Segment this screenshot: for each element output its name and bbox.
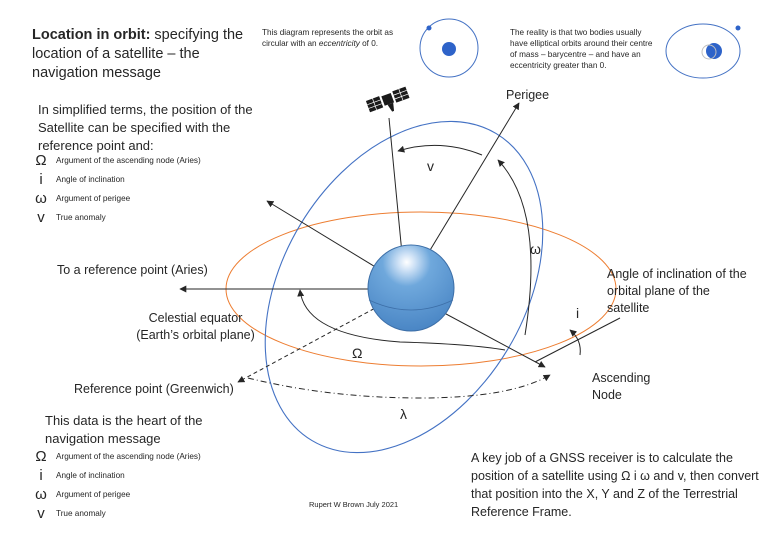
circular-orbit-diagram	[419, 18, 479, 78]
legend-label: Argument of perigee	[56, 490, 131, 499]
legend-symbol: Ω	[35, 152, 47, 169]
argument-of-perigee-arc	[497, 159, 532, 336]
satellite-orbit-ellipse	[264, 120, 544, 454]
label-ascending-node: Ascending Node	[592, 371, 651, 402]
earth-sphere	[367, 244, 455, 332]
legend-row: Ω Argument of the ascending node (Aries)	[30, 151, 201, 170]
note-suffix: of 0.	[359, 39, 379, 48]
legend-label: True anomaly	[56, 213, 106, 222]
legend-label: Angle of inclination	[56, 471, 125, 480]
label-celestial-equator: Celestial equator (Earth’s orbital plane…	[136, 311, 255, 342]
label-aries: To a reference point (Aries)	[57, 263, 208, 277]
legend-label: Angle of inclination	[56, 175, 125, 184]
symbol-argument-of-perigee: ω	[530, 241, 541, 257]
legend-row: i Angle of inclination	[30, 170, 201, 189]
inclination-arc	[569, 329, 581, 356]
label-inclination: Angle of inclination of the orbital plan…	[607, 267, 747, 315]
label-greenwich: Reference point (Greenwich)	[74, 382, 234, 396]
legend-symbol: Ω	[35, 448, 47, 465]
legend-symbol: i	[39, 171, 43, 188]
legend-label: Argument of the ascending node (Aries)	[56, 452, 201, 461]
satellite-icon	[365, 86, 410, 113]
legend-label: Argument of the ascending node (Aries)	[56, 156, 201, 165]
page-title-rest: specifying the location of a satellite –…	[32, 27, 244, 81]
legend-row: Ω Argument of the ascending node (Aries)	[30, 447, 201, 466]
elliptical-orbit-note: The reality is that two bodies usually h…	[510, 28, 653, 70]
legend-symbol: ω	[35, 190, 47, 207]
legend-row: i Angle of inclination	[30, 466, 201, 485]
elliptical-orbit-diagram	[665, 23, 741, 79]
legend-symbol: v	[37, 505, 45, 522]
page-title: Location in orbit: specifying the locati…	[32, 26, 252, 83]
symbol-inclination: i	[576, 305, 580, 321]
legend-symbol: v	[37, 209, 45, 226]
label-perigee: Perigee	[506, 88, 550, 102]
legend-label: True anomaly	[56, 509, 106, 518]
symbol-true-anomaly: v	[427, 158, 434, 174]
legend-symbol: i	[39, 467, 43, 484]
legend-row: ω Argument of perigee	[30, 485, 201, 504]
symbol-longitude: λ	[400, 406, 407, 422]
greenwich-longitude-arc	[247, 374, 551, 399]
legend-label: Argument of perigee	[56, 194, 131, 203]
intro-text: In simplified terms, the position of the…	[38, 102, 253, 153]
circular-orbit-note: This diagram represents the orbit as cir…	[262, 27, 402, 49]
true-anomaly-arc	[397, 144, 483, 156]
legend-symbol: ω	[35, 486, 47, 503]
note-prefix: This diagram represents the orbit as cir…	[262, 28, 394, 48]
symbol-ascending-node: Ω	[352, 345, 363, 361]
page-title-bold: Location in orbit:	[32, 27, 151, 43]
ascending-node-arc	[297, 289, 506, 351]
legend-row: ω Argument of perigee	[30, 189, 201, 208]
legend-row: v True anomaly	[30, 504, 201, 523]
key-job-text: A key job of a GNSS receiver is to calcu…	[471, 451, 759, 519]
legend-row: v True anomaly	[30, 208, 201, 227]
note-eccentricity: eccentricity	[318, 39, 360, 48]
heart-text: This data is the heart of the navigation…	[45, 413, 203, 446]
author-credit: Rupert W Brown July 2021	[309, 500, 399, 509]
